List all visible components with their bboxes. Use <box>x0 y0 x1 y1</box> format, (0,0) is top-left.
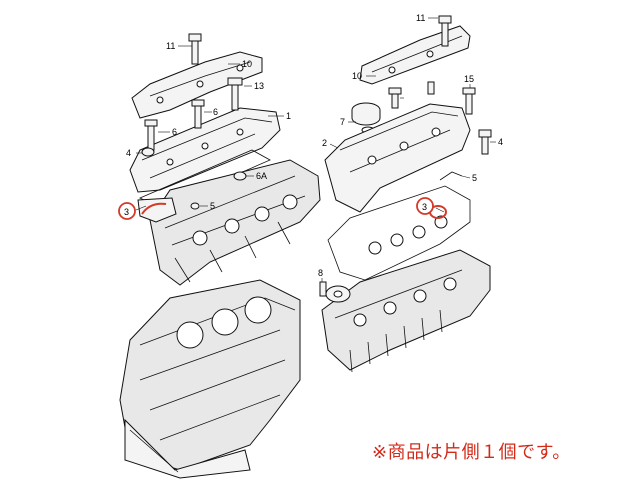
callout-4-right: 4 <box>498 137 503 147</box>
callout-4-left: 4 <box>126 148 131 158</box>
callout-13: 13 <box>254 81 264 91</box>
product-note: ※商品は片側１個です。 <box>372 442 571 463</box>
highlight-left <box>141 202 167 215</box>
bolt-6-a <box>144 119 158 151</box>
left-valve-cover <box>129 107 281 193</box>
right-valve-cover <box>324 103 471 213</box>
grommet-5-left <box>190 202 200 210</box>
right-cylinder-head <box>321 249 491 373</box>
camshaft-sprocket <box>325 285 351 303</box>
left-cylinder-head <box>149 159 321 286</box>
callout-2: 2 <box>322 138 327 148</box>
callout-5-left: 5 <box>210 201 215 211</box>
bolt-11-right <box>438 15 452 47</box>
callout-8: 8 <box>318 268 323 278</box>
bolt-11-left <box>188 33 202 65</box>
fitting-right-top <box>427 81 435 95</box>
bolt-4-right <box>478 129 492 155</box>
right-hose-clip <box>439 171 463 181</box>
bolt-6-c <box>388 87 402 109</box>
bolts <box>141 15 492 297</box>
washer-4-left <box>141 147 155 157</box>
callout-11-left: 11 <box>166 41 175 51</box>
right-upper-cover-trim <box>359 25 471 85</box>
left-upper-cover-trim <box>131 51 263 119</box>
callout-10-right: 10 <box>352 71 362 81</box>
leader-lines <box>135 17 496 282</box>
grommet-6A <box>233 171 247 181</box>
left-bracket <box>137 197 177 223</box>
bolt-13 <box>227 77 243 111</box>
callout-6-left-b: 6 <box>213 107 218 117</box>
bolt-6-b <box>191 99 205 129</box>
svg-text:3: 3 <box>422 202 427 212</box>
sensor-15 <box>462 87 476 115</box>
callout-10-left: 10 <box>242 59 252 69</box>
callout-6A: 6A <box>256 171 267 181</box>
callout-1: 1 <box>286 111 291 121</box>
svg-text:3: 3 <box>124 207 129 217</box>
engine-block <box>119 279 301 479</box>
right-valve-cover-gasket <box>327 185 471 281</box>
stud-8 <box>319 281 327 297</box>
callout-6-left-a: 6 <box>172 127 177 137</box>
callout-3-right-circle: 3 <box>416 197 434 215</box>
callout-11-right: 11 <box>416 13 425 23</box>
callout-3-left-circle: 3 <box>118 202 136 220</box>
callout-5-right: 5 <box>472 173 477 183</box>
callout-labels: 11 10 13 1 6 6 4 6A 5 11 10 15 4 7 2 5 8 <box>126 13 503 278</box>
callout-7: 7 <box>340 117 345 127</box>
callout-15: 15 <box>464 74 474 84</box>
